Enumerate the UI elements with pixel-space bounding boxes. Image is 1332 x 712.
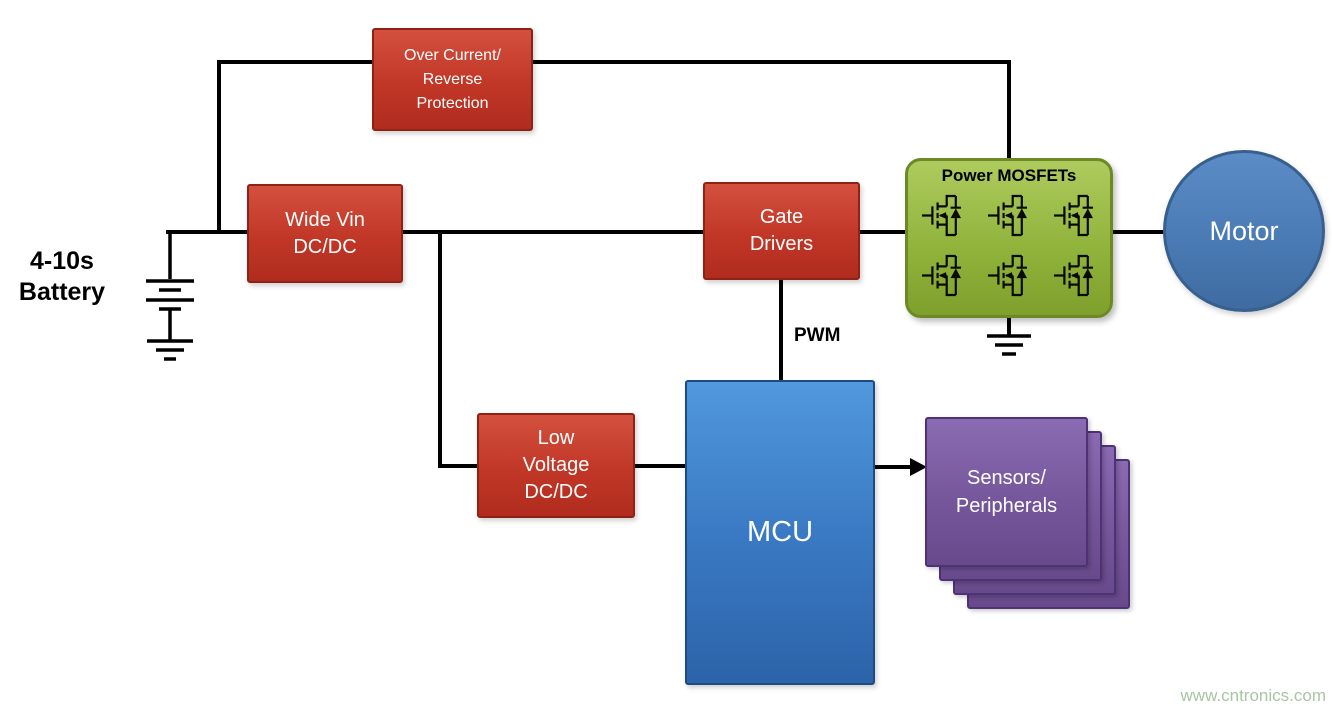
battery-label-line: 4-10s: [30, 247, 94, 275]
wire-branch-to-lowvoltage: [438, 232, 477, 468]
wire-protection-to-mosfets: [533, 60, 1011, 158]
sensors-label-line: Sensors/: [967, 467, 1046, 489]
mosfet-icon: [1052, 194, 1095, 237]
battery-label: 4-10s Battery: [2, 246, 122, 308]
mosfet-icon: [986, 194, 1029, 237]
power-mosfets-title: Power MOSFETs: [941, 166, 1077, 185]
mcu-label: MCU: [746, 516, 814, 548]
block-label-line: Reverse: [422, 70, 483, 88]
block-label-line: Gate: [759, 206, 804, 228]
mosfet-icon: [920, 254, 963, 297]
block-over-current-protection: Over Current/ Reverse Protection: [372, 28, 533, 131]
watermark: www.cntronics.com: [1180, 686, 1326, 705]
mosfet-icon: [1052, 254, 1095, 297]
battery-icon: [146, 232, 194, 341]
sensors-label-line: Peripherals: [955, 495, 1058, 517]
ground-icon-mosfets: [987, 318, 1031, 356]
block-gate-drivers: Gate Drivers: [703, 182, 860, 280]
ground-icon-battery: [147, 339, 193, 361]
motor-label: Motor: [1209, 215, 1279, 246]
sensors-stack: Sensors/ Peripherals: [925, 417, 1140, 619]
mosfet-icon: [920, 194, 963, 237]
arrow-icon: [910, 458, 927, 476]
block-label-line: DC/DC: [524, 481, 588, 503]
block-low-voltage-dcdc: Low Voltage DC/DC: [477, 413, 635, 518]
block-label-line: Wide Vin: [285, 208, 365, 231]
block-label-line: Over Current/: [404, 46, 501, 64]
mosfet-array: [920, 194, 1095, 297]
block-wide-vin-dcdc: Wide Vin DC/DC: [247, 184, 403, 283]
mosfet-icon: [986, 254, 1029, 297]
block-label-line: Drivers: [749, 233, 814, 255]
block-label-line: DC/DC: [293, 235, 357, 258]
block-label-line: Low: [537, 427, 575, 449]
wire-battery-to-protection: [217, 60, 372, 232]
block-label-line: Voltage: [522, 454, 590, 476]
block-power-mosfets: Power MOSFETs: [905, 158, 1113, 318]
sensor-card-front: Sensors/ Peripherals: [925, 417, 1088, 567]
block-motor: Motor: [1163, 150, 1325, 312]
block-label-line: Protection: [416, 94, 489, 112]
pwm-label: PWM: [794, 325, 841, 346]
battery-label-line: Battery: [18, 278, 106, 306]
wire-group: [166, 60, 1165, 469]
block-mcu: MCU: [685, 380, 875, 685]
